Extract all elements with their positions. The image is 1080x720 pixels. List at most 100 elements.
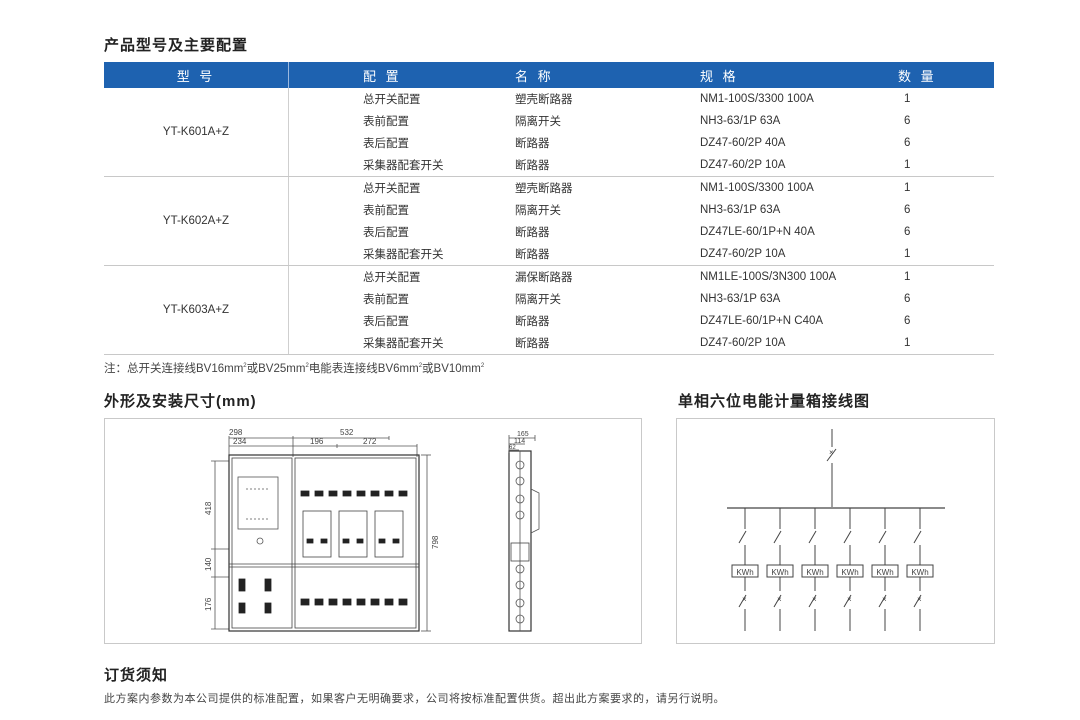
dim-label: 234 <box>233 437 247 446</box>
ordering-text: 此方案内参数为本公司提供的标准配置，如果客户无明确要求，公司将按标准配置供货。超… <box>104 693 725 705</box>
breaker-mark: × <box>882 595 887 604</box>
dim-label: 165 <box>517 431 529 438</box>
config-cell: 采集器配套开关 <box>288 243 515 266</box>
config-cell: 表前配置 <box>363 116 409 128</box>
table-row: 采集器配套开关 断路器 DZ47-60/2P 10A 1 <box>104 332 994 355</box>
table-row: 表前配置 隔离开关 NH3-63/1P 63A 6 <box>104 288 994 310</box>
name-cell: 塑壳断路器 <box>515 183 573 195</box>
kwh-meter-label: KWh <box>876 568 893 577</box>
table-row: YT-K603A+Z 总开关配置 漏保断路器 NM1LE-100S/3N300 … <box>104 265 994 355</box>
dim-label: 272 <box>363 437 377 446</box>
breaker-mark: × <box>847 595 852 604</box>
dim-label: 140 <box>204 557 213 571</box>
breaker-switch <box>843 594 852 608</box>
isolator-switch <box>773 530 782 544</box>
config-cell: 表前配置 <box>363 205 409 217</box>
table-row: 表前配置 隔离开关 NH3-63/1P 63A 6 <box>104 110 994 132</box>
qty-cell: 1 <box>898 154 994 177</box>
spec-cell: NH3-63/1P 63A <box>700 293 781 305</box>
spec-cell: NH3-63/1P 63A <box>700 204 781 216</box>
kwh-meter-label: KWh <box>736 568 753 577</box>
kwh-meter-label: KWh <box>771 568 788 577</box>
name-cell: 隔离开关 <box>515 294 561 306</box>
dim-label: 532 <box>340 428 354 437</box>
breaker-switch <box>738 594 747 608</box>
name-cell: 断路器 <box>515 332 700 355</box>
dim-label: 798 <box>431 535 440 549</box>
spec-cell: DZ47-60/2P 10A <box>700 154 898 177</box>
qty-cell: 6 <box>904 315 911 327</box>
qty-cell: 1 <box>904 182 911 194</box>
header-qty: 数 量 <box>898 62 994 88</box>
table-row: 表前配置 隔离开关 NH3-63/1P 63A 6 <box>104 199 994 221</box>
config-cell: 表后配置 <box>363 316 409 328</box>
dim-label: 176 <box>204 597 213 611</box>
table-row: 表后配置 断路器 DZ47LE-60/1P+N C40A 6 <box>104 310 994 332</box>
table-row: YT-K602A+Z 总开关配置 塑壳断路器 NM1-100S/3300 100… <box>104 176 994 266</box>
dim-label: 196 <box>310 437 324 446</box>
dim-label: 62 <box>509 445 516 451</box>
isolator-switch <box>878 530 887 544</box>
model-cell: YT-K601A+Z <box>104 88 289 177</box>
qty-cell: 6 <box>904 115 911 127</box>
config-cell: 表前配置 <box>363 294 409 306</box>
name-cell: 断路器 <box>515 243 700 266</box>
svg-text:×: × <box>829 448 834 457</box>
breaker-switch <box>913 594 922 608</box>
qty-cell: 1 <box>904 271 911 283</box>
cable-note: 注：总开关连接线BV16mm2或BV25mm2电能表连接线BV6mm2或BV10… <box>104 363 485 375</box>
breaker-mark: × <box>742 595 747 604</box>
header-model: 型 号 <box>104 62 289 88</box>
wiring-section-title: 单相六位电能计量箱接线图 <box>678 393 871 410</box>
config-cell: 总开关配置 <box>363 183 421 195</box>
model-cell: YT-K602A+Z <box>104 176 289 266</box>
config-cell: 采集器配套开关 <box>288 154 515 177</box>
kwh-meter-label: KWh <box>806 568 823 577</box>
config-cell: 总开关配置 <box>363 272 421 284</box>
header-name: 名 称 <box>515 62 700 88</box>
breaker-mark: × <box>812 595 817 604</box>
spec-cell: DZ47LE-60/1P+N 40A <box>700 226 815 238</box>
config-cell: 表后配置 <box>363 227 409 239</box>
table-row: 表后配置 断路器 DZ47-60/2P 40A 6 <box>104 132 994 154</box>
spec-cell: NM1-100S/3300 100A <box>700 93 814 105</box>
isolator-switch <box>843 530 852 544</box>
breaker-switch <box>878 594 887 608</box>
spec-cell: DZ47-60/2P 10A <box>700 332 898 355</box>
table-row: YT-K601A+Z 总开关配置 塑壳断路器 NM1-100S/3300 100… <box>104 88 994 177</box>
qty-cell: 6 <box>904 226 911 238</box>
config-cell: 总开关配置 <box>363 94 421 106</box>
dim-label: 418 <box>204 501 213 515</box>
name-cell: 隔离开关 <box>515 116 561 128</box>
qty-cell: 1 <box>898 243 994 266</box>
kwh-meter-label: KWh <box>911 568 928 577</box>
table-header-row: 型 号 配 置 名 称 规 格 数 量 <box>104 62 994 88</box>
breaker-mark: × <box>777 595 782 604</box>
spec-cell: DZ47-60/2P 40A <box>700 137 786 149</box>
qty-cell: 1 <box>898 332 994 355</box>
wiring-diagram-panel: × KWh×KWh×KWh×KWh×KWh×KWh× <box>676 418 995 644</box>
name-cell: 断路器 <box>515 227 550 239</box>
isolator-switch <box>808 530 817 544</box>
config-cell: 表后配置 <box>363 138 409 150</box>
table-row: 采集器配套开关 断路器 DZ47-60/2P 10A 1 <box>104 154 994 177</box>
isolator-switch <box>738 530 747 544</box>
spec-cell: DZ47LE-60/1P+N C40A <box>700 315 824 327</box>
isolator-switch <box>913 530 922 544</box>
name-cell: 断路器 <box>515 154 700 177</box>
wiring-diagram: × KWh×KWh×KWh×KWh×KWh×KWh× <box>727 429 945 631</box>
spec-cell: NM1-100S/3300 100A <box>700 182 814 194</box>
dimension-drawing: 298 234 532 196 272 418 140 176 798 165 … <box>204 428 540 632</box>
kwh-meter-label: KWh <box>841 568 858 577</box>
ordering-section-title: 订货须知 <box>104 667 169 684</box>
qty-cell: 6 <box>904 293 911 305</box>
breaker-switch <box>808 594 817 608</box>
table-row: 采集器配套开关 断路器 DZ47-60/2P 10A 1 <box>104 243 994 266</box>
name-cell: 塑壳断路器 <box>515 94 573 106</box>
spec-cell: NM1LE-100S/3N300 100A <box>700 271 837 283</box>
config-cell: 采集器配套开关 <box>288 332 515 355</box>
models-section-title: 产品型号及主要配置 <box>104 37 249 54</box>
model-cell: YT-K603A+Z <box>104 265 289 355</box>
spec-cell: NH3-63/1P 63A <box>700 115 781 127</box>
name-cell: 断路器 <box>515 138 550 150</box>
